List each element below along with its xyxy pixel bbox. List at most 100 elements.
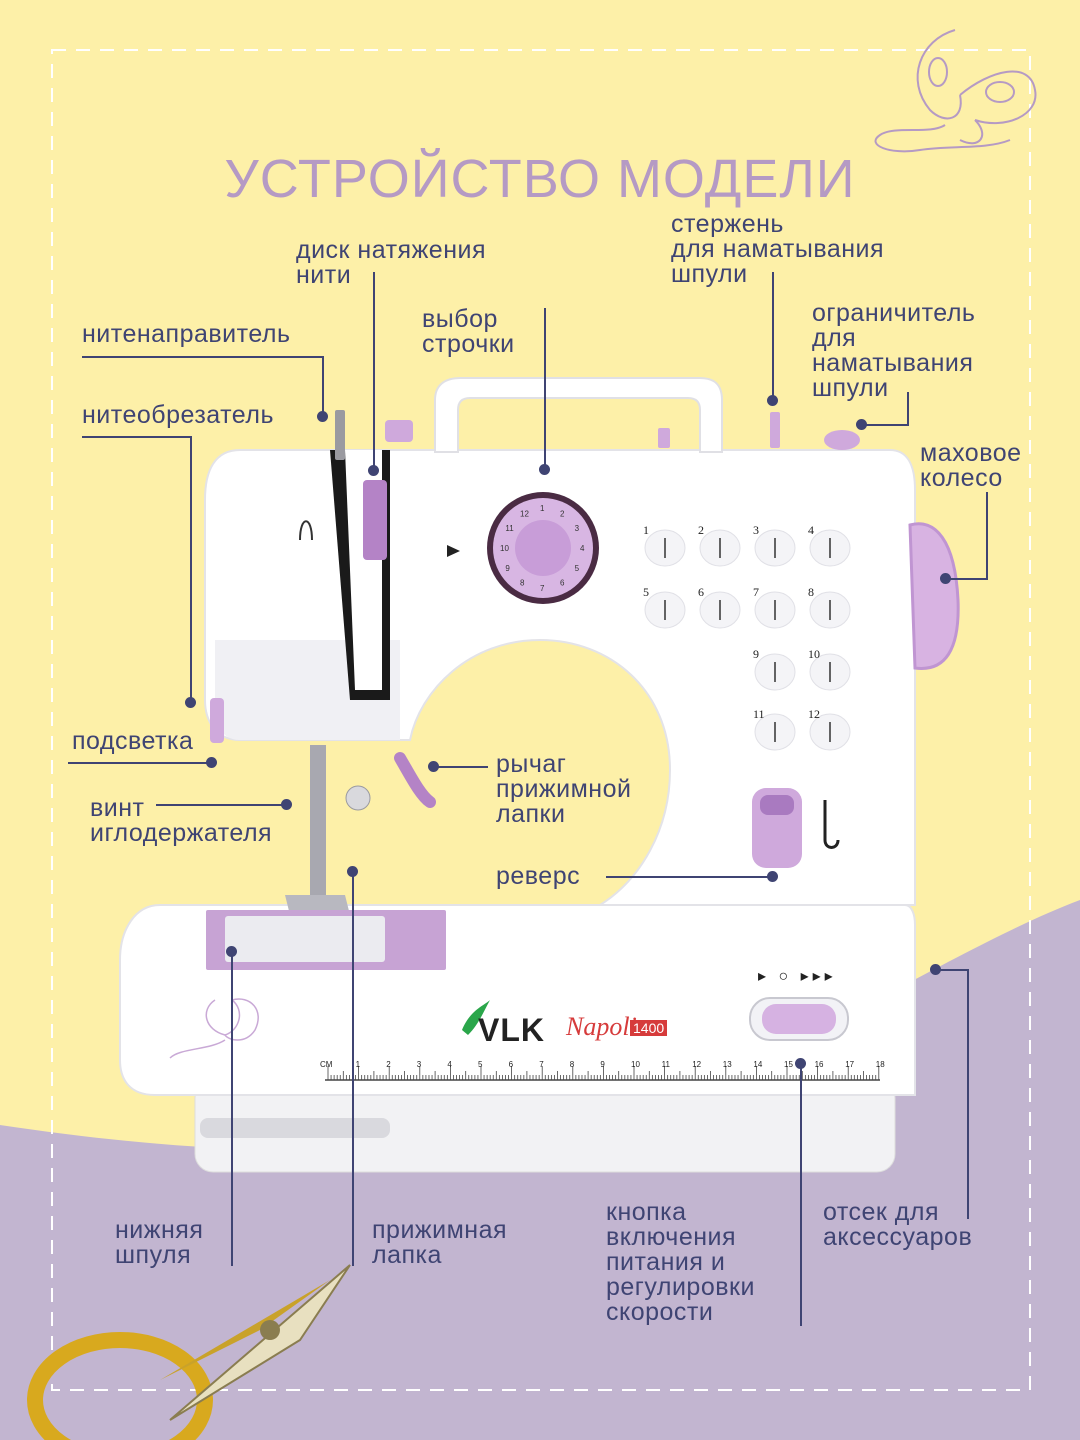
leader-dot — [767, 871, 778, 882]
stitch-number: 8 — [808, 585, 814, 599]
ruler-tick-label: 17 — [845, 1060, 854, 1069]
leader-thread-cutter — [82, 436, 192, 438]
ruler-tick-label: 13 — [723, 1060, 732, 1069]
ruler-tick-label: 1 — [356, 1060, 361, 1069]
ruler-tick-label: 9 — [600, 1060, 605, 1069]
dial-number: 5 — [575, 564, 580, 573]
leader-reverse — [606, 876, 772, 878]
ruler-tick-label: 16 — [815, 1060, 824, 1069]
label-bobbin-winder-stop: ограничитель для наматывания шпули — [812, 299, 976, 402]
label-tension-disc: диск натяжения нити — [296, 236, 487, 289]
label-power-speed-button: кнопка включения питания и регулировки с… — [606, 1198, 755, 1326]
ruler-tick-label: 4 — [447, 1060, 452, 1069]
leader-handwheel — [986, 492, 988, 580]
leader-thread-guide — [82, 356, 324, 358]
leader-dot — [226, 946, 237, 957]
dial-number: 10 — [500, 544, 509, 553]
label-reverse: реверс — [496, 862, 581, 890]
ruler-tick-label: 12 — [692, 1060, 701, 1069]
leader-dot — [368, 465, 379, 476]
label-thread-guide: нитенаправитель — [82, 320, 291, 348]
leader-handwheel — [945, 578, 988, 580]
leader-light — [68, 762, 210, 764]
bed-butterfly-icon — [169, 998, 259, 1059]
leader-dot — [428, 761, 439, 772]
dial-number: 6 — [560, 579, 565, 588]
dashed-frame — [51, 49, 1031, 1391]
ruler-tick-label: 15 — [784, 1060, 793, 1069]
leader-thread-guide — [322, 356, 324, 416]
ruler-tick-label: 3 — [417, 1060, 422, 1069]
dial-number: 11 — [505, 524, 514, 533]
dial-number: 2 — [560, 509, 565, 518]
leader-thread-cutter — [190, 436, 192, 700]
leader-presser-foot — [352, 872, 354, 1266]
leader-dot — [206, 757, 217, 768]
stitch-number: 11 — [753, 707, 765, 721]
label-accessory-compartment: отсек для аксессуаров — [823, 1198, 973, 1251]
leader-accessory-compartment — [967, 969, 969, 1219]
tension-disc — [363, 480, 387, 560]
ruler-unit: CM — [320, 1060, 333, 1069]
stitch-number: 7 — [753, 585, 759, 599]
dial-number: 12 — [520, 509, 529, 518]
leader-lower-bobbin — [231, 952, 233, 1266]
dial-number: 7 — [540, 584, 545, 593]
ruler-tick-label: 5 — [478, 1060, 483, 1069]
leader-dot — [930, 964, 941, 975]
brand-model-number: 1400 — [630, 1020, 668, 1036]
leaf-icon — [462, 1000, 490, 1035]
leader-dot — [767, 395, 778, 406]
leader-tension-disc — [373, 272, 375, 468]
butterfly-icon — [874, 29, 1037, 153]
dial-number: 3 — [575, 524, 580, 533]
stitch-selector-dial — [487, 492, 599, 604]
dial-number: 8 — [520, 579, 525, 588]
scissors-icon — [27, 1264, 351, 1440]
stitch-number: 2 — [698, 523, 704, 537]
leader-dot — [317, 411, 328, 422]
needle-bar — [310, 745, 326, 895]
leader-dot — [856, 419, 867, 430]
stitch-number: 6 — [698, 585, 704, 599]
label-lower-bobbin: нижняя шпуля — [115, 1216, 204, 1269]
label-needle-clamp-screw: винт иглодержателя — [90, 794, 273, 847]
ruler-tick-label: 2 — [386, 1060, 391, 1069]
stitch-number: 4 — [808, 523, 814, 537]
label-light: подсветка — [72, 727, 194, 755]
leader-bobbin-winder-stop — [860, 424, 909, 426]
label-presser-foot: прижимная лапка — [372, 1216, 508, 1269]
stitch-number: 12 — [808, 707, 820, 721]
ruler-tick-label: 6 — [509, 1060, 514, 1069]
leader-dot — [940, 573, 951, 584]
brand-logo-text: VLK — [478, 1012, 545, 1048]
stitch-number: 10 — [808, 647, 820, 661]
handwheel — [908, 522, 960, 670]
speed-symbols: ▸ ○ ▸▸▸ — [758, 968, 837, 985]
ruler-tick-label: 14 — [753, 1060, 762, 1069]
dial-number: 4 — [580, 544, 585, 553]
leader-presser-lever — [436, 766, 488, 768]
ruler-tick-label: 10 — [631, 1060, 640, 1069]
leader-dot — [281, 799, 292, 810]
ruler-tick-label: 7 — [539, 1060, 544, 1069]
leader-stitch-selector — [544, 308, 546, 468]
dial-number: 1 — [540, 504, 545, 513]
ruler-tick-label: 18 — [876, 1060, 885, 1069]
leader-dot — [347, 866, 358, 877]
leader-accessory-compartment — [935, 969, 969, 971]
dial-number: 9 — [505, 564, 510, 573]
brand-model-script: Napoli — [566, 1012, 637, 1041]
stitch-number: 1 — [643, 523, 649, 537]
stitch-number: 3 — [753, 523, 759, 537]
carry-handle — [434, 377, 723, 453]
page-title: УСТРОЙСТВО МОДЕЛИ — [224, 149, 856, 210]
label-stitch-selector: выбор строчки — [422, 305, 515, 358]
leader-bobbin-winder-stop — [907, 392, 909, 426]
leader-dot — [795, 1058, 806, 1069]
